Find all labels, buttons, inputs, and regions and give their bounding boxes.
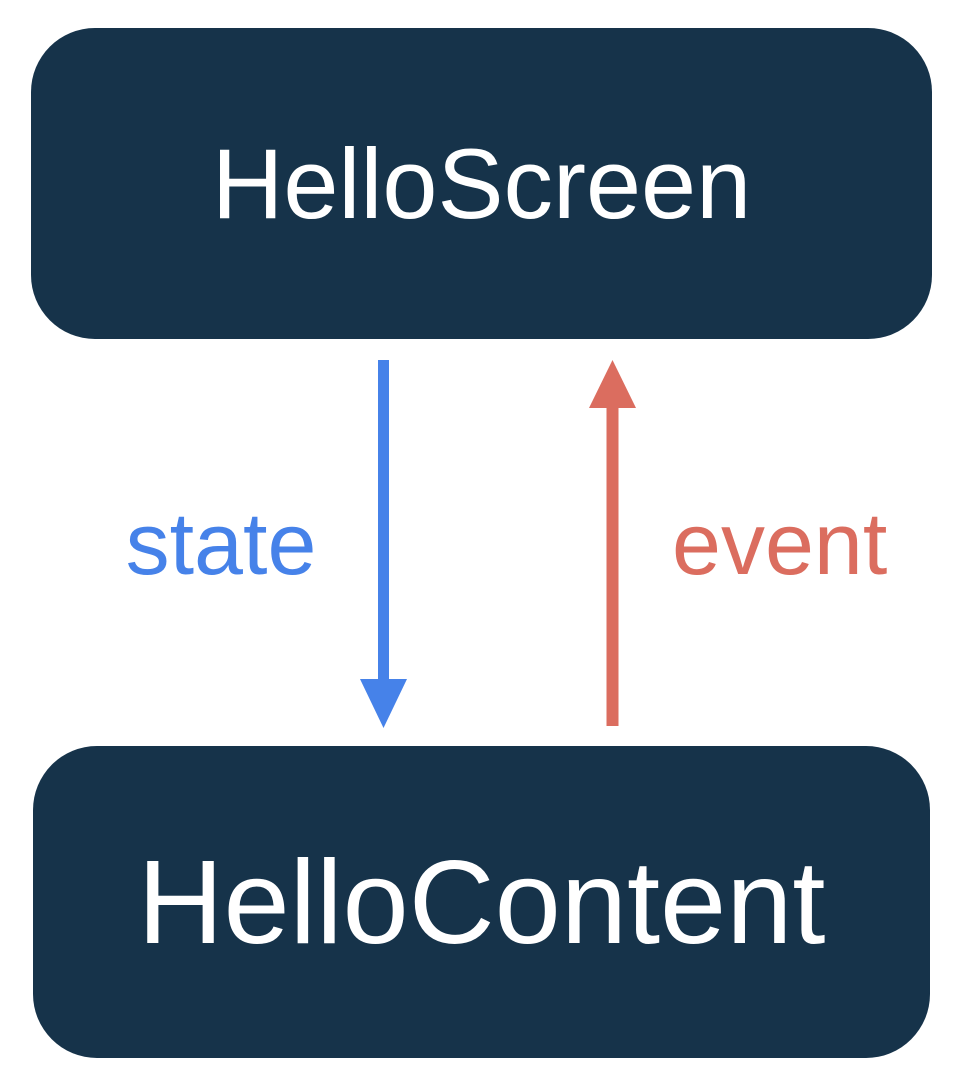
event-edge-label: event: [672, 494, 888, 593]
node-hello-content: HelloContent: [33, 746, 930, 1058]
state-arrowhead-icon: [360, 679, 407, 728]
node-hello-screen-label: HelloScreen: [211, 127, 752, 239]
state-edge-label: state: [125, 494, 317, 593]
node-hello-content-label: HelloContent: [137, 835, 826, 969]
node-hello-screen: HelloScreen: [31, 28, 932, 339]
event-arrowhead-icon: [589, 360, 636, 408]
